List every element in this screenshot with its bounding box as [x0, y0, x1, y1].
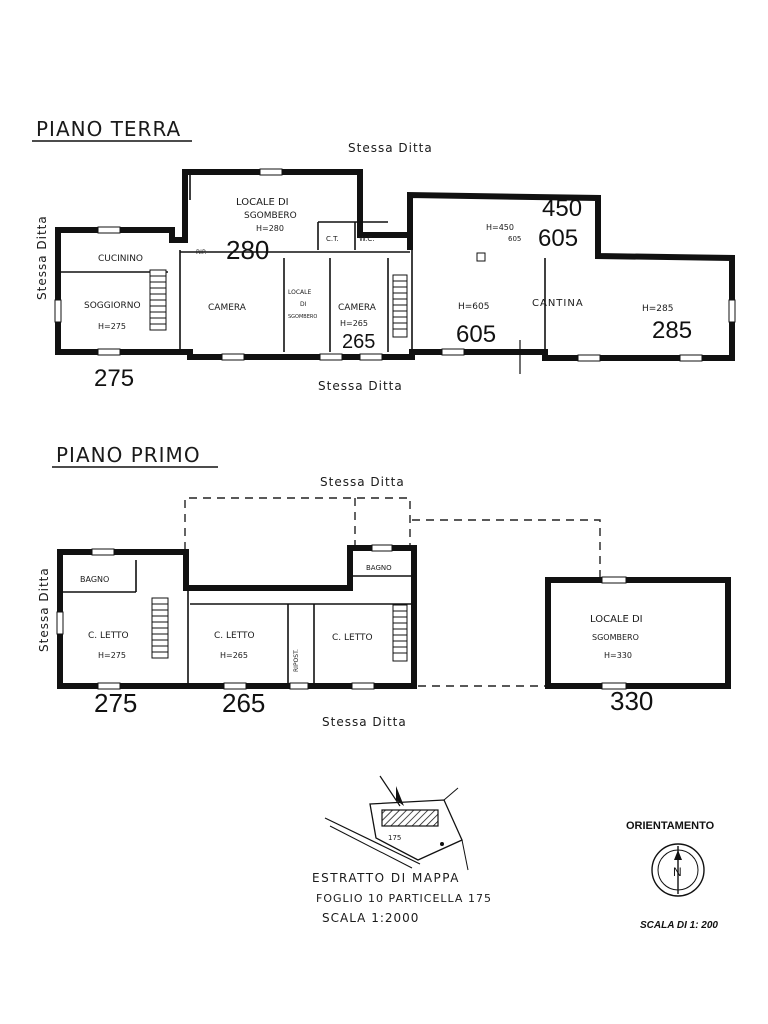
height-280: 280	[226, 235, 269, 265]
height-265: 265	[342, 331, 375, 353]
height-275: 275	[94, 365, 134, 392]
north-compass-icon	[651, 843, 705, 897]
map-parcel-number: 175	[388, 834, 401, 842]
first-height-marks: 275 265 330	[94, 686, 653, 718]
room-wc: W.C.	[359, 235, 374, 243]
room-locale-small-2: DI	[300, 301, 307, 308]
map-extract-line-2: FOGLIO 10 PARTICELLA 175	[316, 892, 492, 905]
first-neighbor-top: Stessa Ditta	[320, 475, 405, 489]
ground-neighbor-top: Stessa Ditta	[348, 141, 433, 155]
room-letto-1-h: H=275	[98, 651, 126, 660]
height-330: 330	[610, 686, 653, 716]
room-h285: H=285	[642, 304, 674, 314]
ground-floor-walls	[55, 169, 735, 361]
ground-windows	[54, 168, 736, 362]
room-letto-2: C. LETTO	[214, 631, 255, 641]
room-locale-small-3: SGOMBERO	[288, 314, 317, 320]
room-cucinino: CUCININO	[98, 254, 143, 264]
height-450: 450	[542, 195, 582, 222]
first-neighbor-bottom: Stessa Ditta	[322, 715, 407, 729]
room-soggiorno: SOGGIORNO	[84, 301, 141, 311]
room-h450: H=450	[486, 223, 514, 232]
room-soggiorno-h: H=275	[98, 322, 126, 331]
room-bagno-1: BAGNO	[80, 575, 109, 584]
room-h605: H=605	[458, 302, 490, 312]
first-neighbor-left: Stessa Ditta	[37, 567, 51, 652]
room-camera-2: CAMERA	[338, 303, 377, 313]
first-floor-walls	[57, 545, 731, 689]
room-letto-1: C. LETTO	[88, 631, 129, 641]
room-locale-h: H=330	[604, 651, 632, 660]
room-locale-sgombero-2: SGOMBERO	[244, 211, 297, 221]
height-285: 285	[652, 317, 692, 344]
room-locale-sgombero-h: H=280	[256, 224, 284, 233]
map-extract-line-1: ESTRATTO DI MAPPA	[312, 871, 460, 885]
room-letto-2-h: H=265	[220, 651, 248, 660]
room-bagno-2: BAGNO	[366, 564, 392, 572]
room-locale-2: SGOMBERO	[592, 633, 639, 642]
first-floor-dashed-areas	[184, 497, 601, 687]
room-h450-sub: 605	[508, 235, 521, 243]
ground-neighbor-bottom: Stessa Ditta	[318, 379, 403, 393]
room-ct: C.T.	[326, 235, 339, 243]
first-stairs-right	[392, 604, 408, 662]
first-room-labels: BAGNO C. LETTO H=275 C. LETTO H=265 RIPO…	[80, 564, 643, 672]
ground-stairs-right	[392, 274, 408, 338]
room-camera-2-h: H=265	[340, 319, 368, 328]
first-windows	[56, 544, 627, 690]
room-locale-1: LOCALE DI	[590, 614, 643, 625]
room-camera-1: CAMERA	[208, 303, 247, 313]
map-extract-sketch	[324, 775, 469, 871]
ground-stairs-left	[149, 269, 167, 331]
map-extract-line-3: SCALA 1:2000	[322, 911, 419, 925]
plan-scale-label: SCALA DI 1: 200	[640, 920, 718, 931]
north-label: N	[673, 865, 682, 879]
ground-room-labels: LOCALE DI SGOMBERO H=280 C.T. W.C. RIP. …	[84, 197, 674, 331]
orientation-label: ORIENTAMENTO	[626, 820, 715, 832]
room-cantina: CANTINA	[532, 298, 584, 309]
room-ripost: RIPOST.	[293, 649, 300, 672]
ground-floor-title: PIANO TERRA	[36, 117, 181, 141]
height-275-first: 275	[94, 688, 137, 718]
height-265-first: 265	[222, 688, 265, 718]
ground-height-marks: 280 450 605 605 285 265 275	[94, 195, 692, 392]
first-floor-title: PIANO PRIMO	[56, 443, 201, 467]
room-locale-sgombero: LOCALE DI	[236, 197, 289, 208]
ground-neighbor-left: Stessa Ditta	[35, 215, 49, 300]
height-605: 605	[456, 321, 496, 348]
first-stairs-left	[151, 597, 169, 659]
height-605-top: 605	[538, 225, 578, 252]
room-letto-3: C. LETTO	[332, 633, 373, 643]
room-rip: RIP.	[196, 249, 207, 256]
room-locale-small-1: LOCALE	[288, 289, 311, 296]
